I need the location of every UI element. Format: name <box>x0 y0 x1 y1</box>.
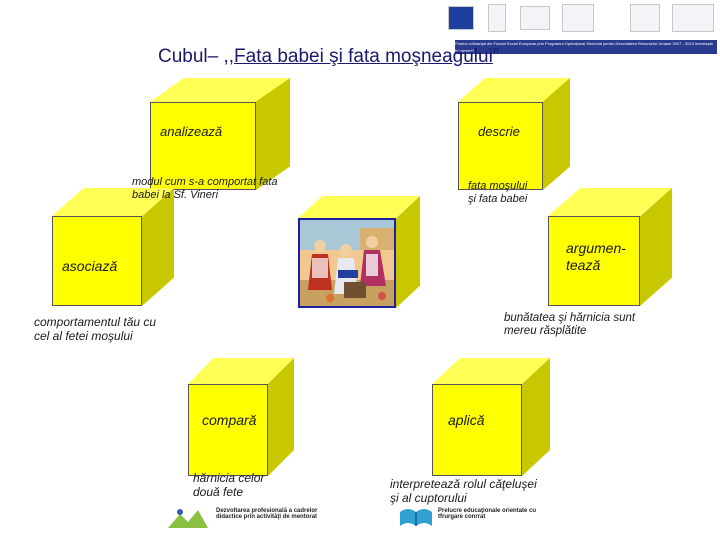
fse-logo <box>520 6 550 30</box>
government-logo <box>488 4 506 32</box>
cube-asociaza <box>52 188 174 306</box>
face-argumenteaza: argumen- tează <box>566 240 626 273</box>
face-compara: compară <box>202 412 257 428</box>
detail-aplica: interpretează rolul căţeluşei şi al cupt… <box>390 477 537 505</box>
detail-compara: hărnicia celor două fete <box>193 471 265 499</box>
cube-aplica <box>432 358 550 476</box>
eu-flag-logo <box>448 6 474 30</box>
cube-front <box>188 384 268 476</box>
face-aplica: aplică <box>448 412 485 428</box>
detail-descrie: fata moşului şi fata babei <box>468 180 528 205</box>
cube-front <box>150 102 256 190</box>
story-illustration <box>298 218 396 308</box>
inspectorat-logo <box>630 4 660 32</box>
face-analizeaza: analizează <box>160 124 223 139</box>
project-banner: Proiect cofinanţat din Fondul Social Eur… <box>455 40 717 54</box>
partner-logo <box>672 4 714 32</box>
cube-compara <box>188 358 294 476</box>
footer-logo-left-text: Dezvoltarea profesională a cadrelor dida… <box>216 508 318 520</box>
cube-top <box>298 196 420 218</box>
cube-front <box>52 216 142 306</box>
cube-front <box>458 102 543 190</box>
cube-descrie <box>458 78 570 190</box>
center-cube <box>298 196 420 308</box>
page-title: Cubul– ,,Fata babei şi fata moşneagului” <box>158 46 499 68</box>
cube-front <box>548 216 640 306</box>
footer-logo-right: Prelucre educaţionale orientate cu tfrur… <box>398 506 558 532</box>
detail-analizeaza: modul cum s-a comportat fata babei la Sf… <box>132 176 278 201</box>
detail-asociaza: comportamentul tău cu cel al fetei moşul… <box>34 315 157 343</box>
cube-analizeaza <box>150 78 290 190</box>
cube-front <box>432 384 522 476</box>
title-story-name: Fata babei şi fata moşneagului <box>234 46 493 67</box>
book-icon <box>400 509 432 526</box>
sponsor-logos <box>440 0 720 52</box>
face-descrie: descrie <box>478 124 520 139</box>
footer-logo-left: Dezvoltarea profesională a cadrelor dida… <box>166 506 336 532</box>
cube-argumenteaza <box>548 188 672 306</box>
title-prefix: Cubul– ,, <box>158 46 235 67</box>
title-suffix: ” <box>492 46 500 67</box>
footer-logo-right-text: Prelucre educaţionale orientate cu tfrur… <box>438 508 537 520</box>
ministry-logo <box>562 4 594 32</box>
detail-argumenteaza: bunătatea şi hărnicia sunt mereu răsplăt… <box>504 312 636 338</box>
mentorat-icon <box>168 509 208 528</box>
story-illustration-image <box>300 220 394 306</box>
face-asociaza: asociază <box>62 258 118 274</box>
